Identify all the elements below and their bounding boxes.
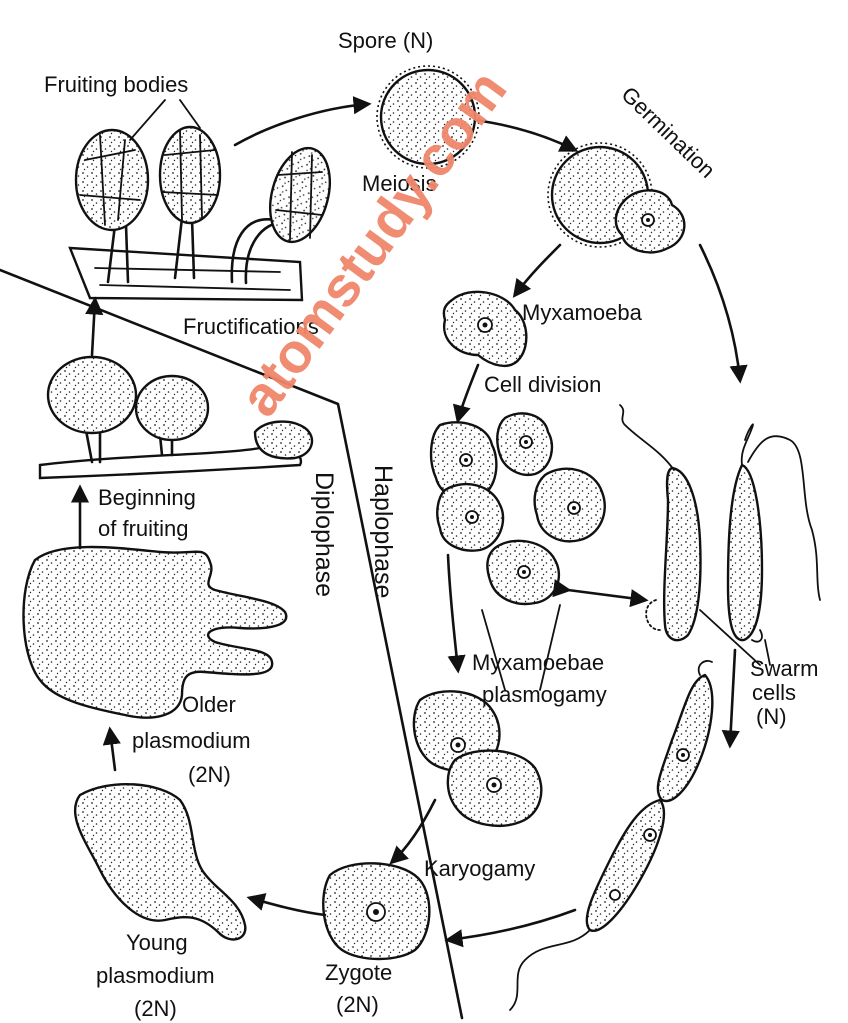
label-older-line3: (2N) xyxy=(188,762,231,787)
label-young-line2: plasmodium xyxy=(96,963,215,988)
label-swarm-line1: Swarm xyxy=(750,656,818,681)
arrow-myxamoeba-to-division xyxy=(458,365,478,420)
label-spore: Spore (N) xyxy=(338,28,433,53)
label-myxamoebae-line1: Myxamoebae xyxy=(472,650,604,675)
label-karyogamy: Karyogamy xyxy=(424,856,535,881)
dividing-myxamoebae-illustration xyxy=(431,413,605,604)
arrow-zygote-to-young xyxy=(250,898,325,915)
arrow-beginning-to-fruiting xyxy=(92,300,95,355)
arrow-young-to-older xyxy=(110,730,115,770)
label-beginning-line2: of fruiting xyxy=(98,516,189,541)
label-young-line3: (2N) xyxy=(134,996,177,1021)
myxamoeba-illustration xyxy=(444,292,526,366)
label-swarm-line3: (N) xyxy=(756,704,787,729)
elongated-swarm-cells-illustration xyxy=(510,661,712,1010)
arrow-germination-to-myxamoeba xyxy=(515,245,560,295)
label-haplophase: Haplophase xyxy=(369,465,397,598)
label-swarm-line2: cells xyxy=(752,680,796,705)
label-zygote-line1: Zygote xyxy=(325,960,392,985)
label-myxamoeba: Myxamoeba xyxy=(522,300,643,325)
arrow-division-to-plasmogamy xyxy=(448,555,458,670)
young-plasmodium-illustration xyxy=(75,784,245,939)
label-myxamoebae-line2: plasmogamy xyxy=(482,682,607,707)
label-zygote-line2: (2N) xyxy=(336,992,379,1017)
label-young-line1: Young xyxy=(126,930,188,955)
label-older-line2: plasmodium xyxy=(132,728,251,753)
arrow-fruiting-to-spore xyxy=(235,104,368,145)
arrow-germination-to-swarm xyxy=(700,245,740,380)
arrow-swarm-down xyxy=(730,650,735,745)
germinating-spore-illustration xyxy=(548,143,684,252)
arrow-swarm-to-zygote xyxy=(448,910,575,940)
older-plasmodium-illustration xyxy=(24,547,287,718)
label-fruiting-bodies: Fruiting bodies xyxy=(44,72,188,97)
label-beginning-line1: Beginning xyxy=(98,485,196,510)
arrow-myxamoeba-swarm-double xyxy=(568,590,645,600)
label-cell-division: Cell division xyxy=(484,372,601,397)
fruiting-bodies-illustration xyxy=(70,127,339,300)
swarm-cells-illustration xyxy=(620,405,820,642)
label-older-line1: Older xyxy=(182,692,236,717)
label-diplophase: Diplophase xyxy=(310,472,338,597)
zygote-illustration xyxy=(323,863,429,959)
